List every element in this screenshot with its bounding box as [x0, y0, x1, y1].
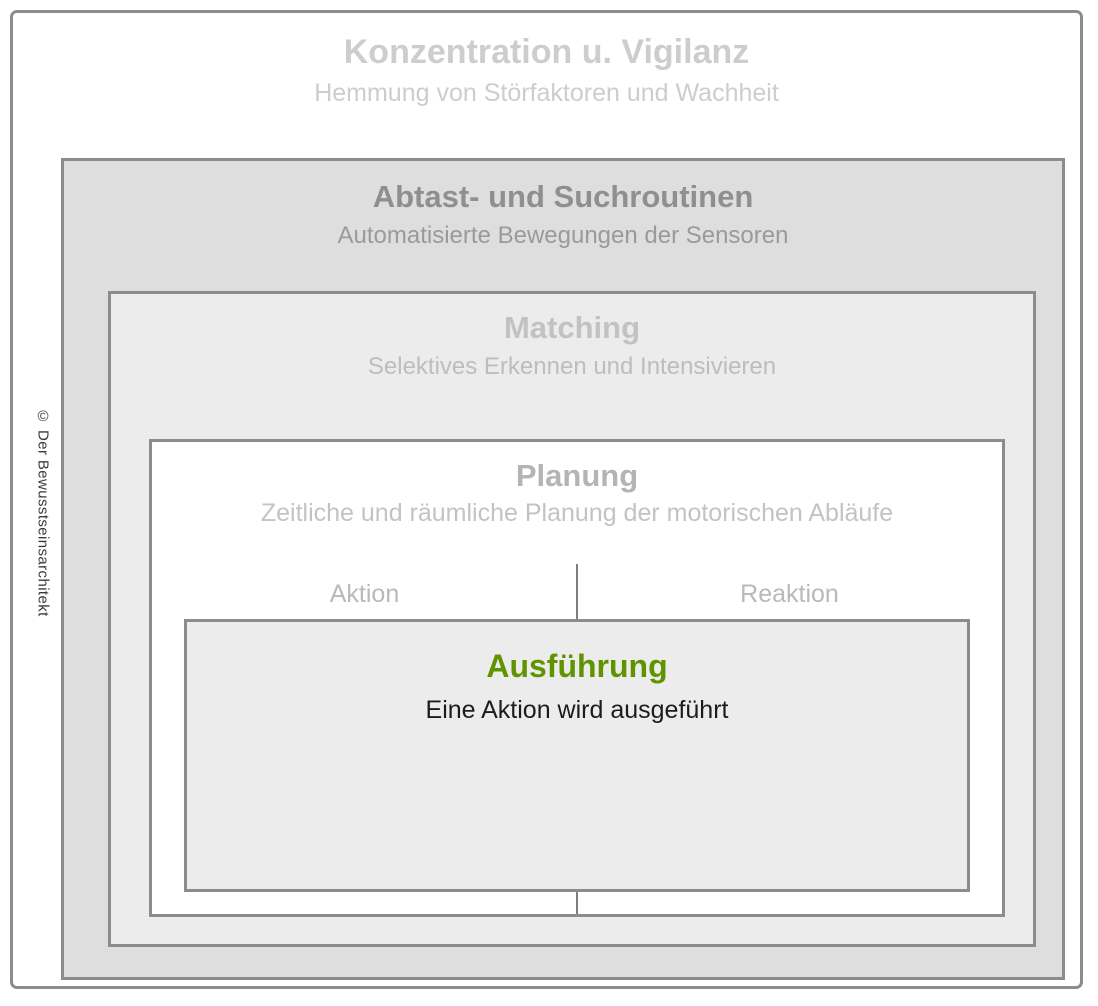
level-ausfuehrung-box: Ausführung Eine Aktion wird ausgeführt [184, 619, 970, 892]
level-abtast-und-suchroutinen-heading: Abtast- und Suchroutinen Automatisierte … [64, 181, 1062, 248]
level-matching-box: Matching Selektives Erkennen und Intensi… [108, 291, 1036, 947]
aktion-label: Aktion [329, 580, 400, 608]
level-planung-box: Planung Zeitliche und räumliche Planung … [149, 439, 1005, 917]
copyright-rail: © Der Bewusstseinsarchitekt [27, 27, 59, 998]
level-abtast-und-suchroutinen-box: Abtast- und Suchroutinen Automatisierte … [61, 158, 1065, 980]
level-konzentration-box: Konzentration u. Vigilanz Hemmung von St… [10, 10, 1083, 989]
level-konzentration-subtitle: Hemmung von Störfaktoren und Wachheit [314, 79, 779, 107]
level-ausfuehrung-subtitle: Eine Aktion wird ausgeführt [425, 696, 729, 724]
level-matching-subtitle: Selektives Erkennen und Intensivieren [367, 353, 777, 380]
reaktion-label: Reaktion [740, 580, 839, 608]
level-matching-title: Matching [503, 310, 641, 345]
level-konzentration-heading: Konzentration u. Vigilanz Hemmung von St… [13, 35, 1080, 106]
level-planung-subtitle: Zeitliche und räumliche Planung der moto… [260, 499, 894, 527]
level-abtast-und-suchroutinen-title: Abtast- und Suchroutinen [372, 179, 754, 214]
level-ausfuehrung-title: Ausführung [486, 648, 668, 684]
split-divider-solid-top [576, 564, 578, 622]
split-divider-solid-bottom [576, 892, 578, 914]
level-matching-heading: Matching Selektives Erkennen und Intensi… [111, 312, 1033, 379]
copyright-text: © Der Bewusstseinsarchitekt [34, 408, 52, 617]
level-planung-heading: Planung Zeitliche und räumliche Planung … [152, 460, 1002, 526]
level-konzentration-title: Konzentration u. Vigilanz [343, 33, 750, 71]
level-abtast-und-suchroutinen-subtitle: Automatisierte Bewegungen der Sensoren [337, 222, 789, 249]
level-ausfuehrung-heading: Ausführung Eine Aktion wird ausgeführt [187, 650, 967, 723]
level-planung-title: Planung [515, 458, 639, 493]
